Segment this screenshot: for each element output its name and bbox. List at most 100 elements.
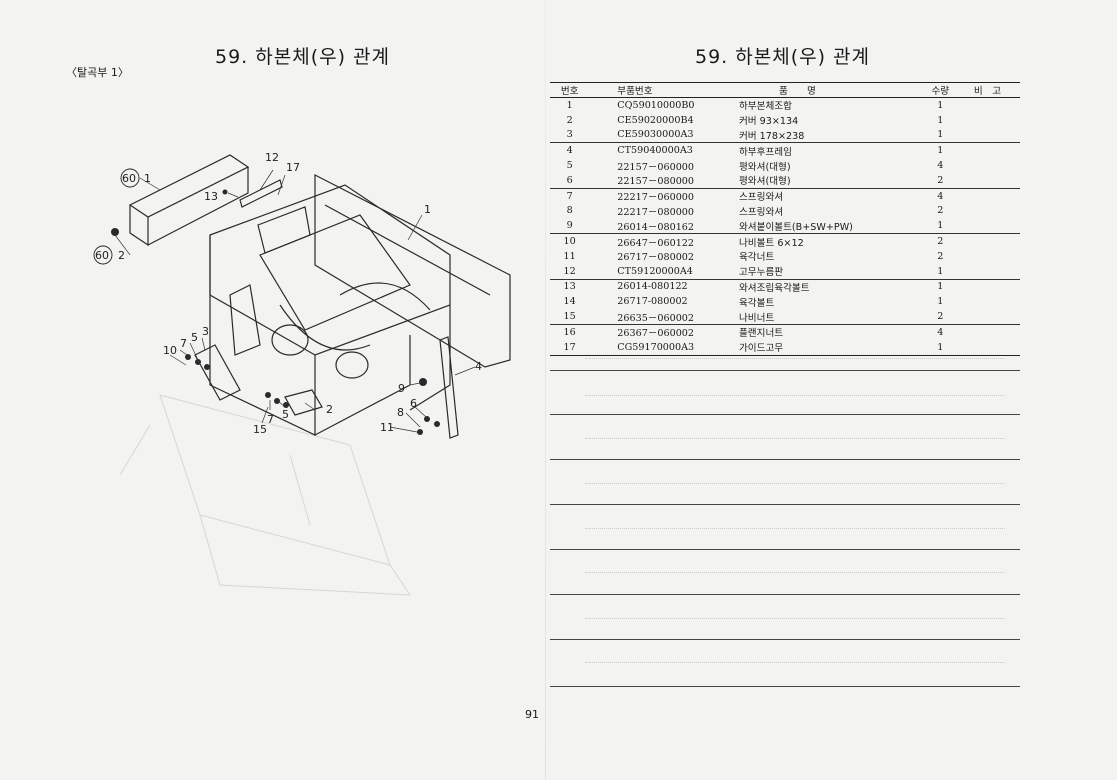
callout-label: 5: [191, 331, 198, 344]
remarks-cell: [954, 127, 1020, 144]
quantity-cell: 4: [937, 190, 944, 202]
page-number: 91: [525, 708, 539, 721]
remarks-cell: [955, 113, 1020, 128]
quantity-cell: 2: [937, 250, 944, 262]
quantity-cell: 4: [937, 326, 944, 338]
callout-label: 15: [253, 423, 267, 436]
divider: [585, 438, 1005, 439]
divider: [550, 639, 1020, 640]
divider: [550, 414, 1020, 415]
part-number-cell: 26014-080122: [617, 281, 688, 293]
remarks-cell: [954, 172, 1020, 189]
part-name-cell: 가이드고무: [738, 339, 926, 356]
remarks-cell: [955, 143, 1020, 158]
quantity-cell: 2: [925, 172, 955, 189]
section-label: 〈탈곡부 1〉: [66, 66, 129, 79]
callout-label: 11: [380, 421, 394, 434]
quantity-cell: 1: [925, 339, 955, 356]
part-no-cell: 5: [566, 160, 573, 172]
part-name-cell: 하부후프레임: [738, 146, 792, 158]
quantity-cell: 1: [937, 114, 944, 126]
part-number-cell: 26647－060122: [617, 237, 695, 249]
right-page-title: 59. 하본체(우) 관계: [695, 46, 871, 68]
part-no-cell: 4: [566, 145, 573, 157]
part-number-cell: 26717－080002: [617, 252, 695, 264]
remarks-cell: [954, 218, 1020, 235]
part-name-cell: 고무누름판: [738, 263, 926, 280]
quantity-cell: 1: [925, 218, 955, 235]
remarks-cell: [955, 158, 1020, 173]
part-no-cell: 8: [566, 205, 573, 217]
divider: [550, 594, 1020, 595]
part-number-cell: 26635－060002: [589, 309, 739, 325]
header-quantity: 수량: [925, 82, 955, 98]
quantity-cell: 1: [937, 281, 944, 293]
exploded-parts-diagram: 60 1 60 2 12 17 13 1 7 5 3 10 9 4 6 8 11…: [90, 145, 530, 605]
callout-label: 3: [202, 325, 209, 338]
callout-label: 17: [286, 161, 300, 174]
part-number-cell: CT59040000A3: [617, 145, 693, 157]
part-number-cell: CE59020000B4: [617, 114, 694, 126]
divider: [585, 395, 1005, 396]
part-name-cell: 평와셔(대형): [738, 172, 926, 189]
remarks-cell: [954, 263, 1020, 280]
remarks-cell: [955, 294, 1020, 309]
left-page-title: 59. 하본체(우) 관계: [215, 46, 391, 68]
part-number-cell: CQ59010000B0: [617, 99, 695, 111]
part-number-cell: 26014－080162: [589, 218, 739, 235]
divider: [585, 358, 1005, 359]
remarks-cell: [954, 309, 1020, 325]
divider: [585, 528, 1005, 529]
part-number-cell: 26367－060002: [617, 328, 695, 340]
callout-label: 7: [267, 413, 274, 426]
part-name-cell: 하부본체조합: [738, 101, 792, 113]
part-no-cell: 12: [550, 263, 590, 280]
remarks-cell: [955, 188, 1020, 203]
part-no-cell: 9: [550, 218, 590, 235]
callout-label: 2: [118, 249, 125, 262]
callout-label: 8: [397, 406, 404, 419]
quantity-cell: 2: [925, 309, 955, 325]
part-name-cell: 육각너트: [738, 252, 775, 264]
part-no-cell: 7: [566, 190, 573, 202]
part-no-cell: 15: [550, 309, 590, 325]
remarks-cell: [955, 204, 1020, 219]
part-number-cell: 22217－060000: [617, 192, 695, 204]
callout-label: 5: [282, 408, 289, 421]
remarks-cell: [955, 98, 1020, 113]
divider: [550, 686, 1020, 687]
page-gutter: [545, 0, 546, 780]
divider: [550, 549, 1020, 550]
callout-label: 12: [265, 151, 279, 164]
divider: [585, 572, 1005, 573]
part-name-cell: 와셔붙이볼트(B+SW+PW): [738, 218, 926, 235]
part-name-cell: 평와셔(대형): [738, 161, 791, 173]
right-page: 59. 하본체(우) 관계 번호 부품번호 품 명 수량 비 고 1 CQ5901…: [545, 0, 1117, 780]
quantity-cell: 4: [937, 160, 944, 172]
header-part-number: 부품번호: [589, 82, 739, 98]
header-part-name: 품 명: [738, 82, 926, 98]
quantity-cell: 1: [937, 99, 944, 111]
quantity-cell: 1: [937, 145, 944, 157]
table-header-row: 번호 부품번호 품 명 수량 비 고: [550, 82, 1020, 98]
part-name-cell: 나비너트: [738, 309, 926, 325]
callout-label: 1: [424, 203, 431, 216]
quantity-cell: 2: [937, 205, 944, 217]
divider: [550, 504, 1020, 505]
callout-label: 10: [163, 344, 177, 357]
quantity-cell: 1: [937, 296, 944, 308]
part-no-cell: 13: [563, 281, 576, 293]
callout-label: 7: [180, 337, 187, 350]
remarks-cell: [955, 249, 1020, 264]
